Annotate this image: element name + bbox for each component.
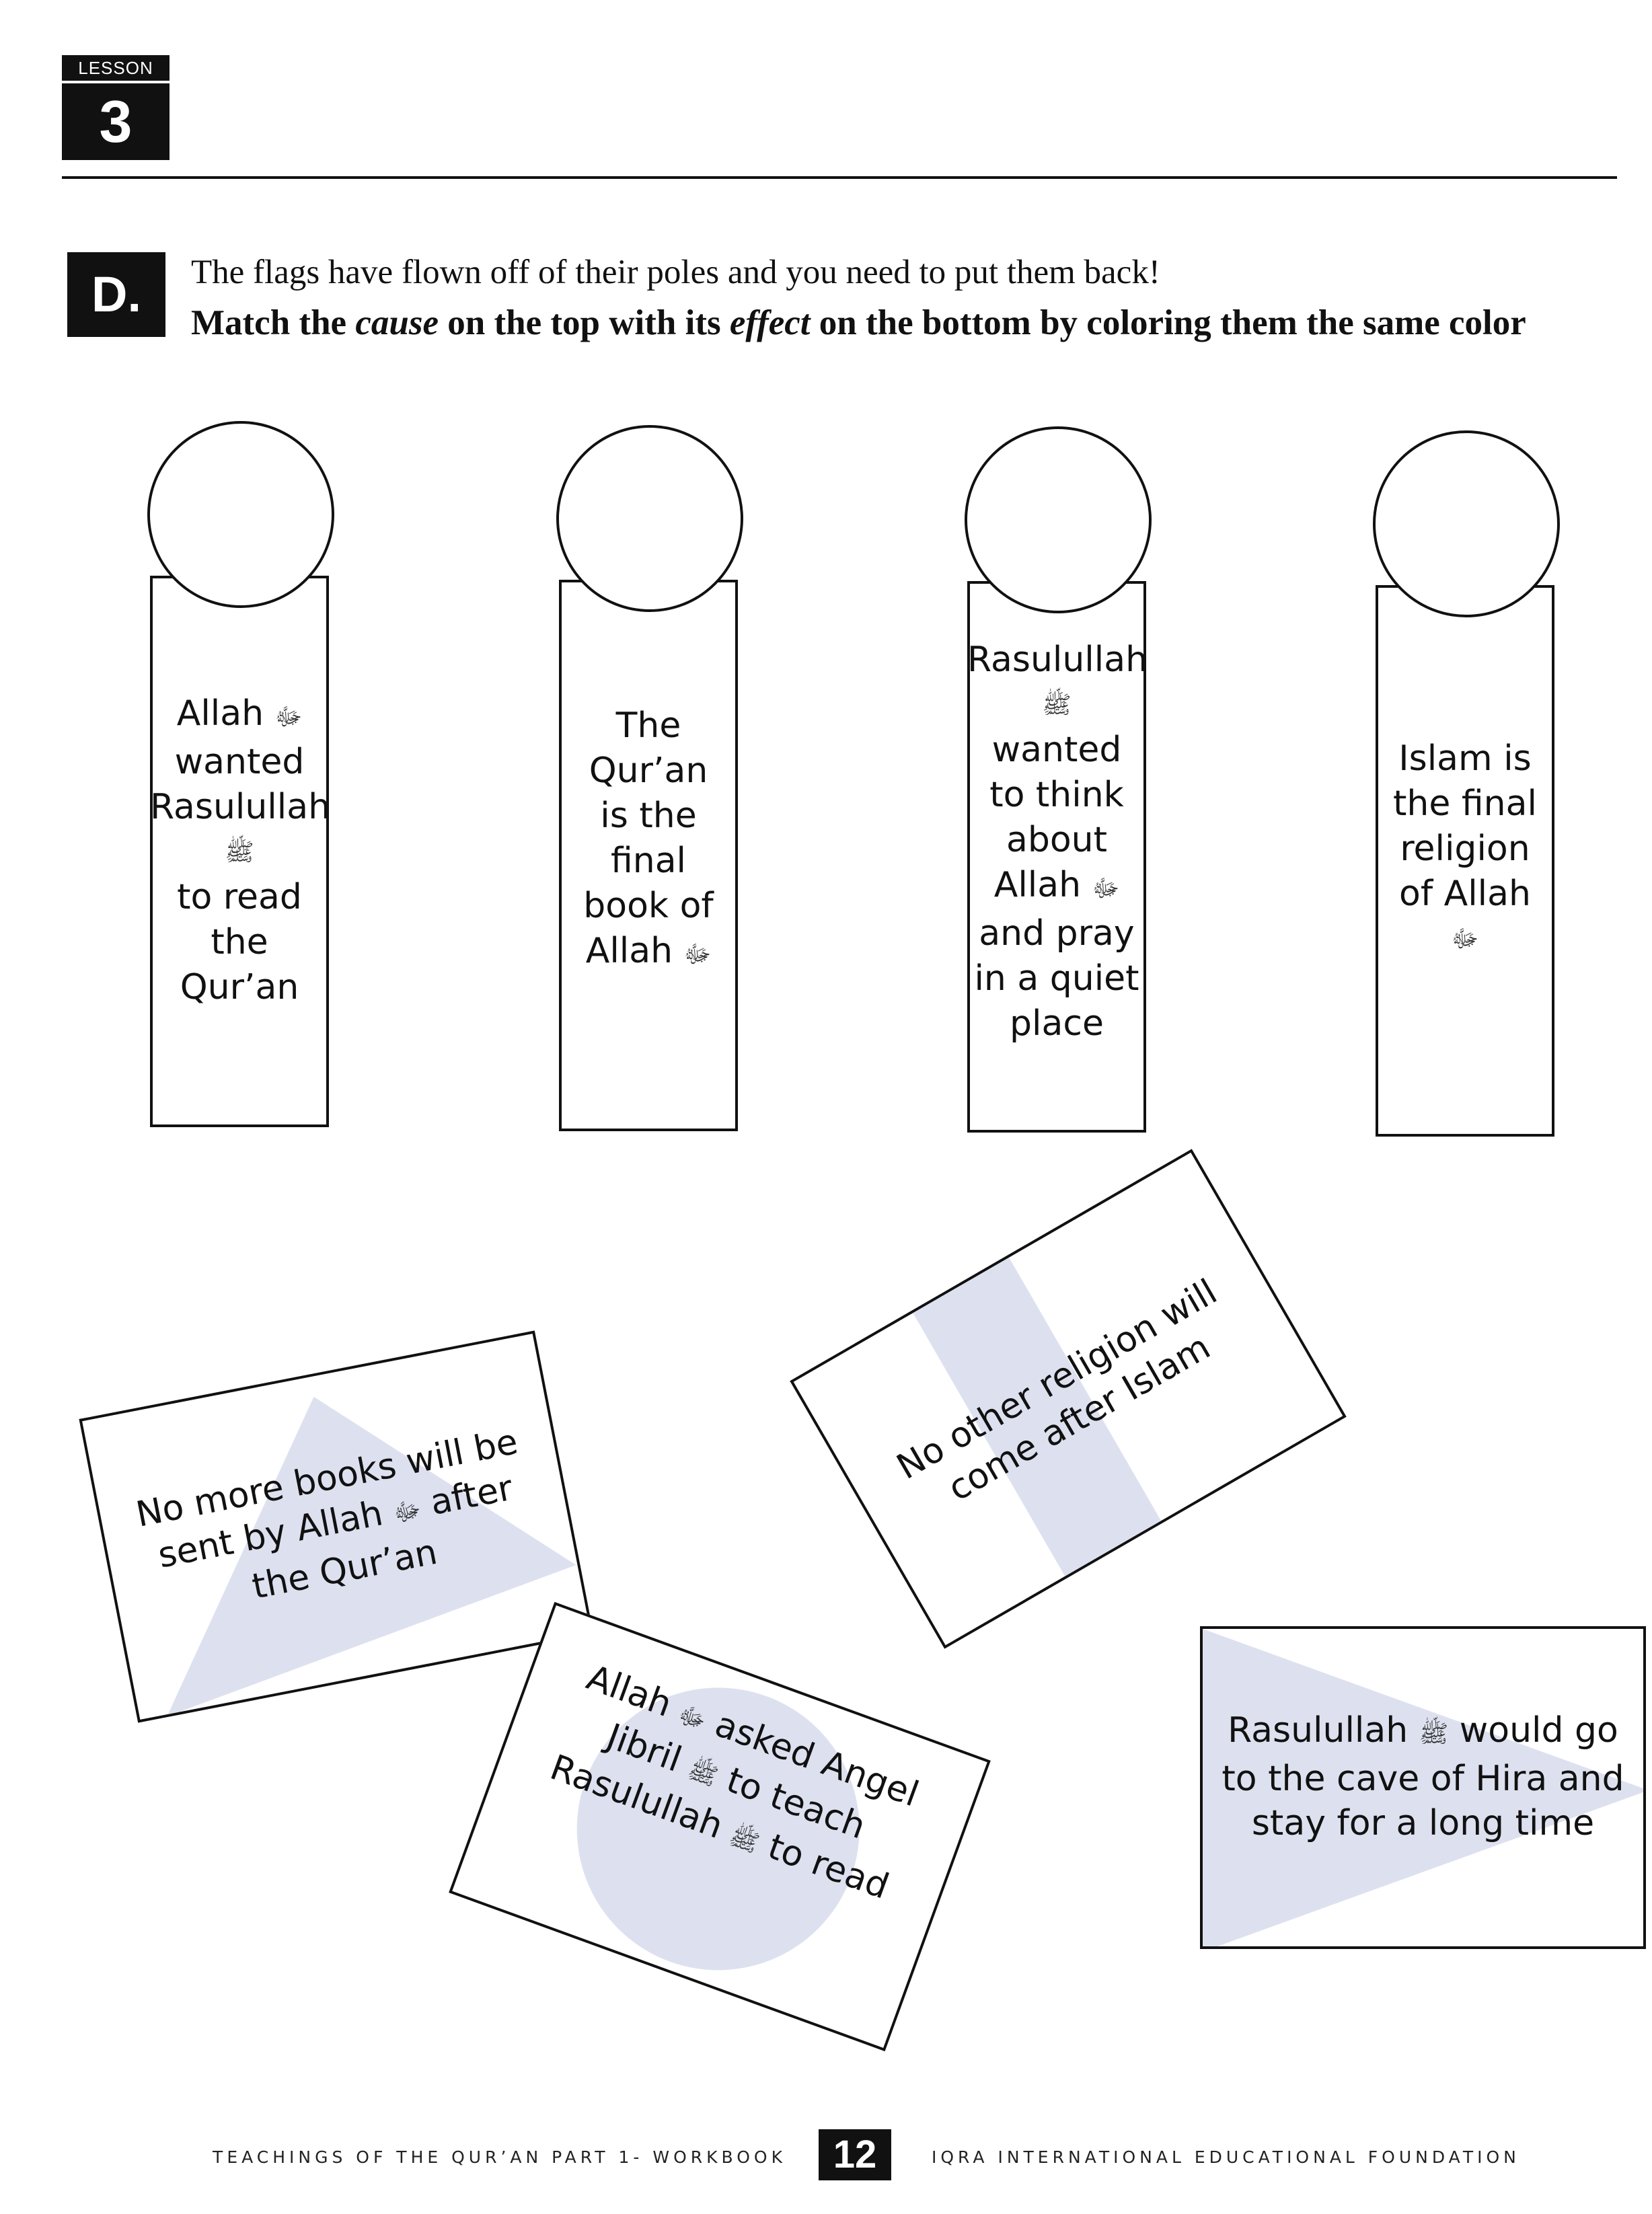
pole-text: Allah ﷻ wanted Rasulullah ﷺ to read the … — [150, 693, 331, 1007]
pole-rectangle[interactable] — [150, 576, 329, 1127]
pole-text: The Qur’an is the final book of Allah ﷻ — [583, 705, 714, 971]
lesson-label: LESSON — [62, 55, 170, 81]
pole-circle[interactable] — [147, 421, 334, 608]
header-rule — [62, 176, 1617, 179]
flag-card-1[interactable]: No more books will be sent by Allah ﷻ af… — [79, 1330, 594, 1723]
flag-triangle — [167, 1396, 576, 1717]
pole-rectangle[interactable] — [967, 581, 1146, 1133]
flag-text: Rasulullah ﷺ would go to the cave of Hir… — [1222, 1710, 1624, 1843]
honorific-icon: ﷺ — [225, 839, 254, 866]
honorific-icon: ﷻ — [1092, 875, 1120, 903]
flag-card-4[interactable]: Rasulullah ﷺ would go to the cave of Hir… — [1200, 1626, 1646, 1949]
pole-circle[interactable] — [556, 425, 743, 612]
section-letter: D. — [67, 252, 165, 337]
flag-card-3[interactable]: Allah ﷻ asked Angel Jibril ﷺ to teach Ra… — [449, 1601, 991, 2052]
footer-book-title: TEACHINGS OF THE QUR’AN PART 1- WORKBOOK — [213, 2147, 786, 2167]
flag-card-2[interactable]: No other religion will come after Islam — [790, 1149, 1347, 1649]
honorific-icon: ﷻ — [683, 941, 712, 968]
flag-circle — [576, 1687, 860, 1971]
lesson-number: 3 — [62, 83, 170, 160]
honorific-icon: ﷺ — [725, 1822, 763, 1858]
pole-circle[interactable] — [1373, 430, 1560, 617]
pole-text: Islam is the final religion of Allah ﷻ — [1376, 736, 1554, 962]
pole-text: Rasulullah ﷺ wanted to think about Allah… — [967, 640, 1148, 1044]
triangle-shape — [167, 1396, 576, 1717]
instruction-line-2: Match the cause on the top with its effe… — [191, 303, 1526, 342]
footer-publisher: IQRA INTERNATIONAL EDUCATIONAL FOUNDATIO… — [932, 2147, 1520, 2167]
pole-circle[interactable] — [965, 426, 1152, 613]
honorific-icon: ﷻ — [674, 1700, 710, 1736]
page-number: 12 — [819, 2129, 891, 2180]
flag-bar — [913, 1257, 1164, 1581]
honorific-icon: ﷺ — [684, 1755, 722, 1792]
instruction-line-1: The flags have flown off of their poles … — [191, 254, 1160, 291]
honorific-icon: ﷺ — [1042, 691, 1072, 719]
lesson-badge: LESSON 3 — [62, 55, 170, 160]
honorific-icon: ﷺ — [1419, 1720, 1449, 1748]
bar-shape — [913, 1257, 1164, 1581]
honorific-icon: ﷻ — [1451, 925, 1479, 953]
flag-pennant — [1203, 1629, 1643, 1946]
circle-shape — [576, 1687, 860, 1971]
honorific-icon: ﷻ — [391, 1495, 424, 1528]
honorific-icon: ﷻ — [274, 703, 303, 731]
pole-rectangle[interactable] — [1376, 585, 1554, 1137]
pole-rectangle[interactable] — [559, 580, 738, 1131]
pennant-shape — [1203, 1629, 1643, 1946]
